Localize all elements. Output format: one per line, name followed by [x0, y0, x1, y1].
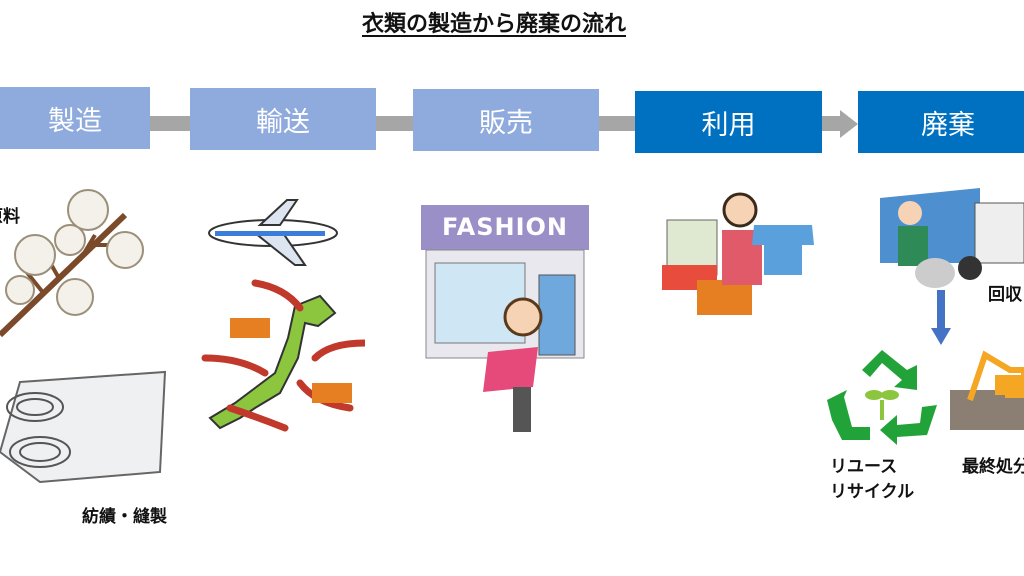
connector	[150, 116, 190, 131]
arrow-down-icon	[931, 290, 951, 345]
page-title: 衣類の製造から廃棄の流れ	[361, 12, 626, 37]
reuse-label: リユース	[830, 457, 898, 477]
connector	[599, 116, 635, 131]
cotton-plant-image	[0, 189, 144, 338]
garbage-truck-image	[880, 188, 1024, 288]
shopper-image	[483, 297, 543, 432]
step-label: 利用	[701, 109, 756, 141]
step-disposal: 廃棄	[858, 91, 1024, 153]
spinning-sewing-label: 紡績・縫製	[82, 507, 167, 527]
using-clothes-image	[662, 192, 814, 315]
airplane-image	[208, 199, 338, 266]
recycle-label: リサイクル	[830, 482, 915, 502]
raw-material-label: 原料	[0, 207, 20, 227]
yarn-fabric-image	[0, 370, 167, 484]
step-transport: 輸送	[190, 88, 376, 150]
connector	[822, 116, 844, 131]
step-use: 利用	[635, 91, 822, 153]
shop-sign: FASHION	[441, 213, 568, 241]
step-label: 製造	[48, 105, 102, 137]
step-label: 販売	[479, 107, 533, 139]
landfill-image	[950, 350, 1024, 430]
collection-label: 回収	[988, 285, 1022, 305]
step-sales: 販売	[413, 89, 599, 151]
step-label: 廃棄	[921, 109, 975, 141]
final-disposal-label: 最終処分	[962, 457, 1024, 477]
arrow-right-icon	[840, 110, 858, 138]
step-manufacturing: 製造	[0, 87, 150, 149]
step-label: 輸送	[256, 106, 310, 138]
recycle-icon	[827, 350, 937, 445]
japan-map-image	[201, 279, 365, 432]
connector	[376, 116, 413, 131]
